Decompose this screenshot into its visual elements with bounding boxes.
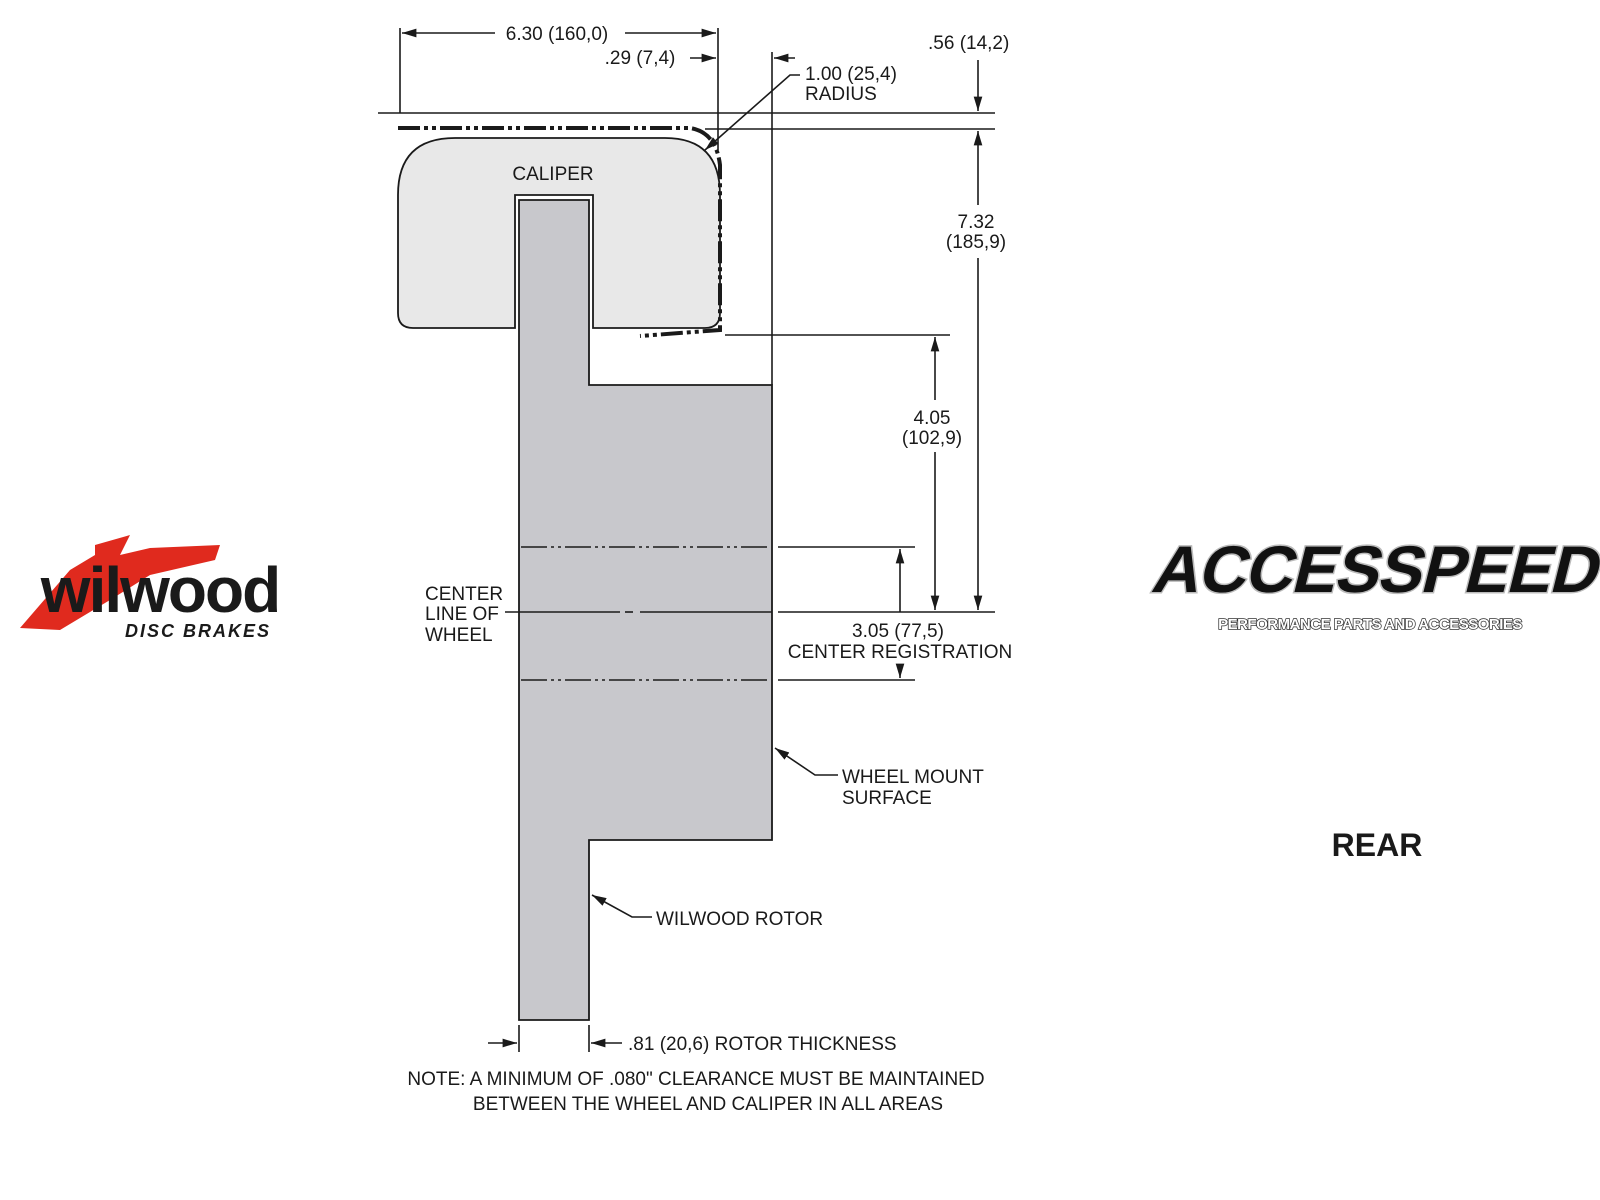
- radius-dimension: 1.00 (25,4): [805, 64, 897, 85]
- upper-height-metric: (102,9): [902, 428, 962, 449]
- center-registration-dimension: 3.05 (77,5): [852, 621, 944, 642]
- clearance-note: BETWEEN THE WHEEL AND CALIPER IN ALL ARE…: [473, 1094, 943, 1115]
- radius-label: RADIUS: [805, 84, 877, 105]
- rotor-label: WILWOOD ROTOR: [656, 909, 823, 930]
- rotor-hub-section: [518, 199, 773, 1021]
- wilwood-wordmark: wilwood: [40, 554, 279, 626]
- upper-height-dimension: 4.05: [914, 408, 951, 429]
- wheel-mount-label: WHEEL MOUNT: [842, 767, 984, 788]
- wilwood-tagline: DISC BRAKES: [125, 621, 271, 641]
- rotor-thickness-dimension: .81 (20,6) ROTOR THICKNESS: [628, 1034, 897, 1055]
- wilwood-logo: wilwood DISC BRAKES: [20, 535, 281, 641]
- centerline-label: WHEEL: [425, 625, 493, 646]
- wheel-mount-label: SURFACE: [842, 788, 932, 809]
- total-height-metric: (185,9): [946, 232, 1006, 253]
- rotor-leader: [591, 894, 652, 918]
- wilwood-brush-stroke: [20, 535, 220, 630]
- caliper-label: CALIPER: [512, 164, 593, 185]
- centerline-label: LINE OF: [425, 604, 499, 625]
- top-clearance-dimension: .56 (14,2): [928, 33, 1009, 54]
- wheel-mount-leader: [774, 747, 838, 776]
- overall-width-dimension: 6.30 (160,0): [506, 24, 608, 45]
- offset-dimension: .29 (7,4): [605, 48, 676, 69]
- clearance-note: NOTE: A MINIMUM OF .080" CLEARANCE MUST …: [407, 1069, 984, 1090]
- center-registration-label: CENTER REGISTRATION: [788, 642, 1013, 663]
- accesspeed-wordmark: ACCESSPEED: [1146, 533, 1600, 607]
- accesspeed-logo: ACCESSPEED PERFORMANCE PARTS AND ACCESSO…: [1145, 531, 1600, 633]
- accesspeed-tagline: PERFORMANCE PARTS AND ACCESSORIES: [1218, 616, 1522, 633]
- radius-leader: [704, 74, 800, 151]
- total-height-dimension: 7.32: [958, 212, 995, 233]
- wheel-clearance-envelope: [398, 126, 722, 338]
- centerline-label: CENTER: [425, 584, 503, 605]
- position-label: REAR: [1332, 827, 1423, 863]
